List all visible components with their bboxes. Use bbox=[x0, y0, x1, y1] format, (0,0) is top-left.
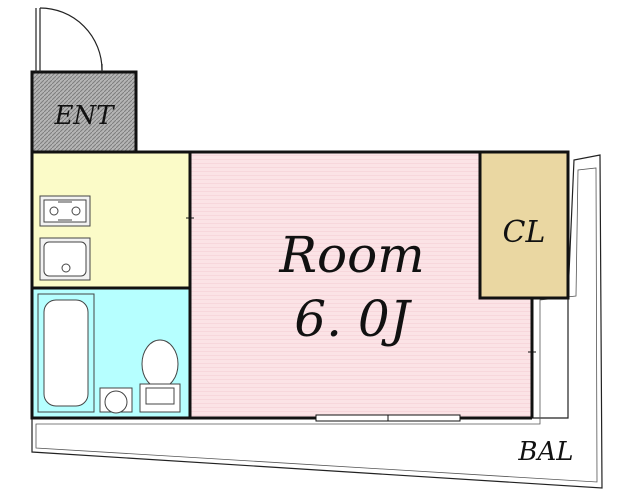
sink-icon bbox=[39, 237, 91, 281]
room-size-label: 6. 0J bbox=[294, 290, 412, 348]
closet-label: CL bbox=[503, 215, 546, 250]
door-swing-icon bbox=[35, 7, 103, 72]
balcony-inner-edge bbox=[35, 167, 598, 483]
main-room bbox=[190, 152, 532, 418]
washbasin-icon bbox=[99, 387, 133, 414]
bathtub-icon bbox=[37, 293, 95, 413]
closet-area bbox=[478, 150, 570, 300]
toilet-icon bbox=[139, 339, 181, 413]
balcony-label: BAL bbox=[517, 437, 573, 467]
entrance-label: ENT bbox=[53, 101, 115, 131]
wall-markers bbox=[186, 217, 536, 353]
stove-icon bbox=[39, 195, 91, 227]
room-title-label: Room bbox=[278, 226, 424, 284]
entrance-floor bbox=[30, 70, 138, 154]
window bbox=[315, 414, 461, 422]
